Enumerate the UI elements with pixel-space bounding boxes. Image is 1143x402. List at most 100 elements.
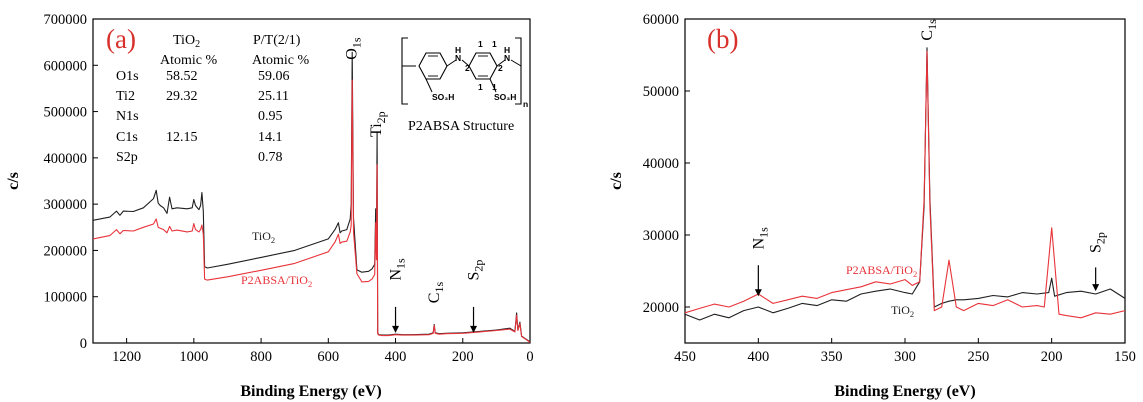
panel-a-tag: (a) xyxy=(106,24,136,54)
benzene-ring-1 xyxy=(418,52,448,80)
table-row-label: O1s xyxy=(116,69,139,84)
structure-bond-nh-2 xyxy=(496,59,506,67)
table-row: O1s 58.52 59.06 xyxy=(116,69,290,84)
panel-a-y-tick-label: 200000 xyxy=(44,243,88,259)
panel-a-series-group xyxy=(92,51,531,343)
panel-b-peak-label: N1s xyxy=(750,227,770,250)
panel-a-axes-box xyxy=(92,18,531,344)
table-cell-pt: 0.95 xyxy=(258,109,283,124)
structure-bond-nh-1 xyxy=(446,59,457,67)
structure-so3h-1: SO₃H xyxy=(432,92,454,102)
table-cell-pt: 0.78 xyxy=(258,150,283,165)
structure-bond-so3h-1 xyxy=(425,78,433,93)
structure-nh-2-h: H xyxy=(504,45,510,55)
structure-caption: P2ABSA Structure xyxy=(408,119,514,134)
panel-b-y-tick-label: 30000 xyxy=(643,228,679,244)
structure-nh-1-n: N xyxy=(455,53,461,63)
panel-b-x-tick-label: 300 xyxy=(894,349,916,365)
panel-a-x-tick-label: 1000 xyxy=(179,349,208,365)
benzene-ring-2 xyxy=(468,52,498,80)
panel-a-peak-label: O1s xyxy=(344,37,364,60)
panel-b-x-tick-label: 400 xyxy=(747,349,769,365)
panel-a-peak-arrow-head xyxy=(470,325,478,333)
panel-a-y-tick-label: 400000 xyxy=(44,151,88,167)
table-row-label: Ti2 xyxy=(116,89,135,104)
structure-subscript-n: n xyxy=(523,99,528,109)
panel-b-x-tick-label: 250 xyxy=(967,349,989,365)
structure-left-bracket xyxy=(401,37,408,105)
panel-b-x-tick-label: 150 xyxy=(1114,349,1136,365)
panel-b-series-label-tio2: TiO2 xyxy=(891,303,914,319)
structure-position-number: 2 xyxy=(498,63,503,73)
panel-b-y-tick-label: 40000 xyxy=(643,156,679,172)
panel-a-x-axis-label: Binding Energy (eV) xyxy=(240,383,381,400)
structure-bond-right-end xyxy=(510,59,522,67)
panel-a-peak-label: C1s xyxy=(426,282,446,304)
panel-a-peak-label: Ti2p xyxy=(368,111,388,137)
structure-position-number: 1 xyxy=(478,39,483,49)
panel-a-peak-label-text: O1s xyxy=(344,37,364,60)
table-row: Ti2 29.32 25.11 xyxy=(116,89,289,104)
panel-a-y-tick-label: 300000 xyxy=(44,197,88,213)
panel-b-y-tick-label: 20000 xyxy=(643,300,679,316)
panel-a-peak-label-text: C1s xyxy=(426,282,446,304)
panel-a-series-label-p2absa: P2ABSA/TiO2 xyxy=(241,273,312,289)
panel-a-y-axis-label: c/s xyxy=(5,172,22,190)
table-cell-pt: 14.1 xyxy=(258,130,283,145)
table-row: N1s 0.95 xyxy=(116,109,283,124)
panel-b-y-axis-label: c/s xyxy=(608,172,625,190)
panel-b-y-tick-label: 60000 xyxy=(643,12,679,28)
panel-a-x-tick-label: 800 xyxy=(250,349,272,365)
table-cell-pt: 25.11 xyxy=(258,89,289,104)
structure-position-number: 1 xyxy=(492,39,497,49)
panel-b-peak-arrow-head xyxy=(1092,284,1100,292)
panel-a-peak-label: S2p xyxy=(466,260,486,281)
table-col-header-tio2: TiO2 xyxy=(173,33,200,50)
panel-a-peak-label: N1s xyxy=(388,258,408,281)
table-row: S2p 0.78 xyxy=(116,150,283,165)
panel-b-peak-label-text: S2p xyxy=(1088,232,1108,253)
panel-b-series-line-tio2 xyxy=(684,47,1126,321)
panel-a-x-tick-label: 200 xyxy=(452,349,474,365)
table-row: C1s 12.15 14.1 xyxy=(116,130,283,145)
panel-a-series-line-p2absa xyxy=(92,79,531,343)
panel-b-x-tick-label: 200 xyxy=(1041,349,1063,365)
table-col-header-pt: P/T(2/1) xyxy=(253,33,301,48)
table-row-label: S2p xyxy=(116,150,138,165)
panel-b-y-tick-label: 50000 xyxy=(643,84,679,100)
panel-b-series-label-p2absa: P2ABSA/TiO2 xyxy=(846,263,917,279)
panel-a-x-tick-label: 0 xyxy=(526,349,533,365)
panel-b-detail-spectrum: (b) 450 400 350 300 250 200 150 20000 30000 40000… xyxy=(608,12,1136,400)
p2absa-structure: H N H N SO₃H SO₃H n 1 1 2 2 1 1 P2ABSA S… xyxy=(401,37,528,134)
table-cell-tio2: 12.15 xyxy=(166,130,198,145)
structure-nh-2-n: N xyxy=(504,53,510,63)
table-row-label: N1s xyxy=(116,109,139,124)
panel-b-tag: (b) xyxy=(707,24,738,54)
panel-a-series-line-tio2 xyxy=(92,51,531,343)
table-sub-header-tio2: Atomic % xyxy=(160,53,217,68)
panel-a-peak-arrow-head xyxy=(392,325,400,333)
table-sub-header-pt: Atomic % xyxy=(252,53,309,68)
table-row-label: C1s xyxy=(116,130,138,145)
panel-a-y-tick-label: 500000 xyxy=(44,105,88,121)
panel-a-peak-label-text: S2p xyxy=(466,260,486,281)
panel-a-series-label-tio2: TiO2 xyxy=(252,229,275,245)
atomic-composition-table: TiO2 P/T(2/1) Atomic % Atomic % O1s 58.5… xyxy=(116,33,309,165)
structure-right-bracket xyxy=(515,37,522,105)
panel-b-peak-label-text: N1s xyxy=(750,227,770,250)
panel-b-x-tick-label: 350 xyxy=(821,349,843,365)
structure-so3h-2: SO₃H xyxy=(494,92,516,102)
panel-b-peak-label-text: C1s xyxy=(919,19,939,41)
structure-bond-nh-1-right xyxy=(461,59,470,67)
structure-position-number: 1 xyxy=(492,82,497,92)
table-cell-pt: 59.06 xyxy=(258,69,290,84)
panel-a-x-tick-label: 600 xyxy=(317,349,339,365)
structure-position-number: 1 xyxy=(478,82,483,92)
panel-b-x-tick-label: 450 xyxy=(674,349,696,365)
table-cell-tio2: 58.52 xyxy=(166,69,198,84)
table-cell-tio2: 29.32 xyxy=(166,89,198,104)
